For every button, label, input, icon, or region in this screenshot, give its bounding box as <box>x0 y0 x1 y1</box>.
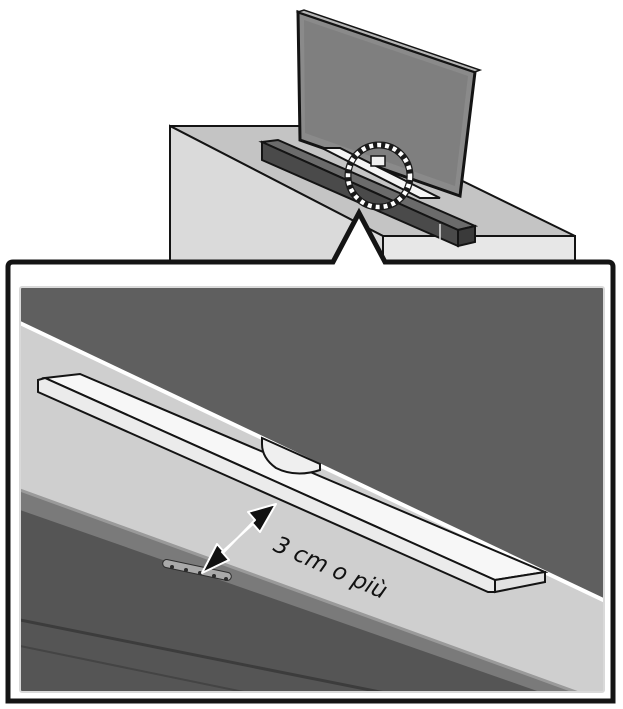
soundbar-control-buttons <box>162 559 232 581</box>
detail-stand-end <box>494 570 546 594</box>
overview-scene <box>169 9 576 263</box>
detail-tv-neck <box>261 436 321 475</box>
double-headed-arrow-icon <box>201 503 277 574</box>
tv-screen <box>304 20 468 186</box>
detail-border <box>19 286 605 693</box>
detail-tv-stand <box>37 372 549 594</box>
soundbar-end <box>457 224 476 248</box>
detail-view: 3 cm o più <box>20 287 604 692</box>
tv-bezel-edge <box>295 9 483 73</box>
detail-soundbar <box>20 488 604 692</box>
detail-soundbar-top <box>20 490 604 692</box>
cabinet-right-side <box>382 235 576 263</box>
sensor-window <box>370 155 386 167</box>
